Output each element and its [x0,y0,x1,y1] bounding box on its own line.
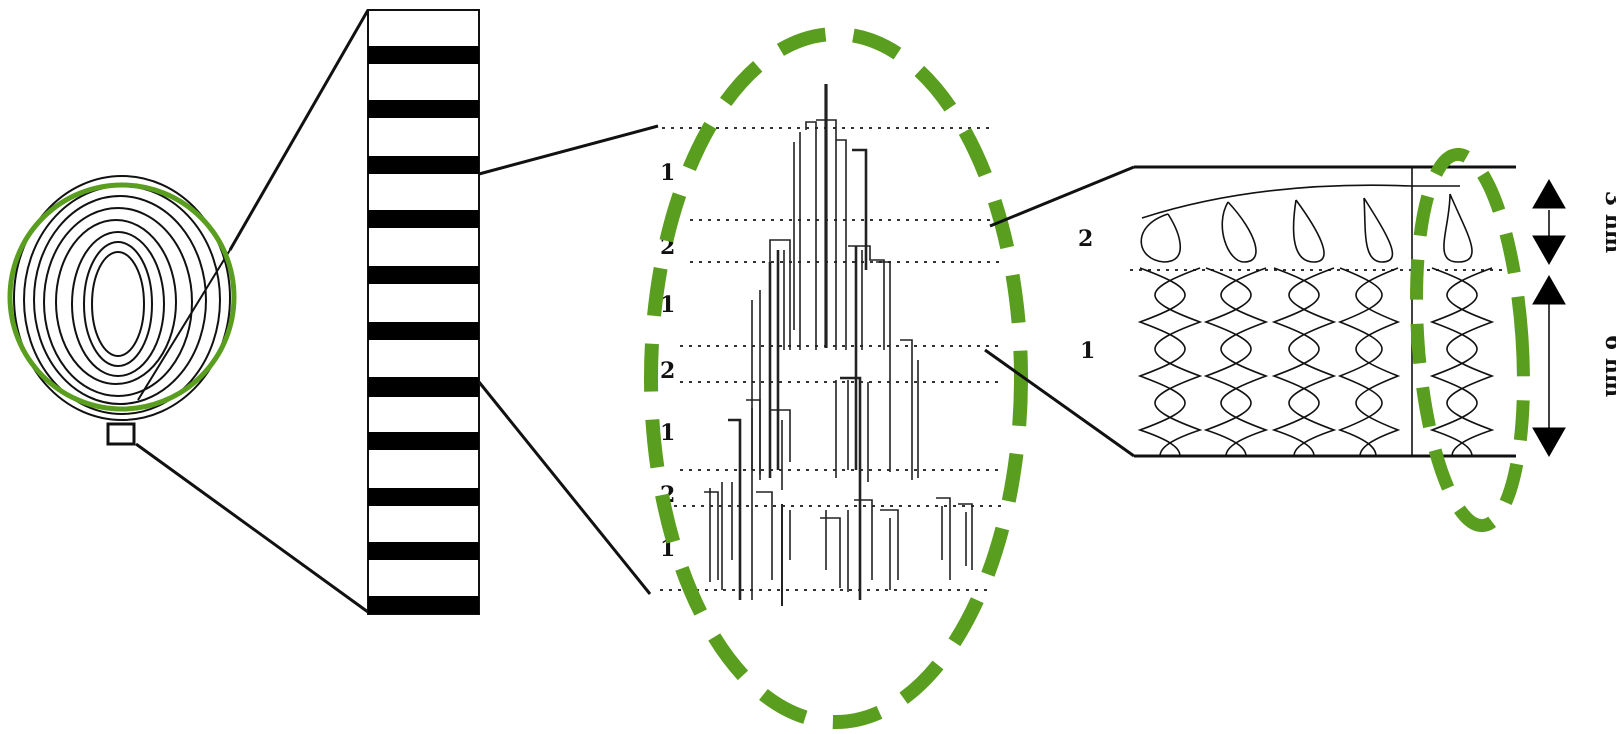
zoom-line-bottom [135,442,369,614]
branch-label-1c: 1 [660,420,675,446]
strand-highlight-ellipse [1410,147,1530,533]
coil-highlight-circle [7,182,237,412]
dimension-arrows [1532,178,1566,458]
zoom-line-tree-helix-top [989,165,1135,228]
dimension-label-3nm: 3 nm [1600,191,1616,253]
banded-fibril [367,9,480,615]
helix-loops [1140,193,1473,263]
zoom-line-strip-tree-bottom [477,381,652,595]
zoom-line-tree-helix-bottom [984,348,1135,458]
branching-tree [704,84,973,606]
dimension-label-6nm: 6 nm [1600,335,1616,397]
helix-label-1: 1 [1080,338,1095,364]
zoom-line-strip-tree-top [478,124,659,176]
branch-label-1a: 1 [660,160,675,186]
tree-highlight-ellipse [644,27,1028,729]
branch-level-guides [660,127,1004,591]
branch-label-1b: 1 [660,292,675,318]
coil-sample-box [106,422,136,446]
helix-strands [1137,267,1495,457]
zoom-line-top [228,9,370,251]
branch-label-1d: 1 [660,536,675,562]
branch-label-2b: 2 [660,358,675,384]
helix-label-2: 2 [1078,226,1093,252]
